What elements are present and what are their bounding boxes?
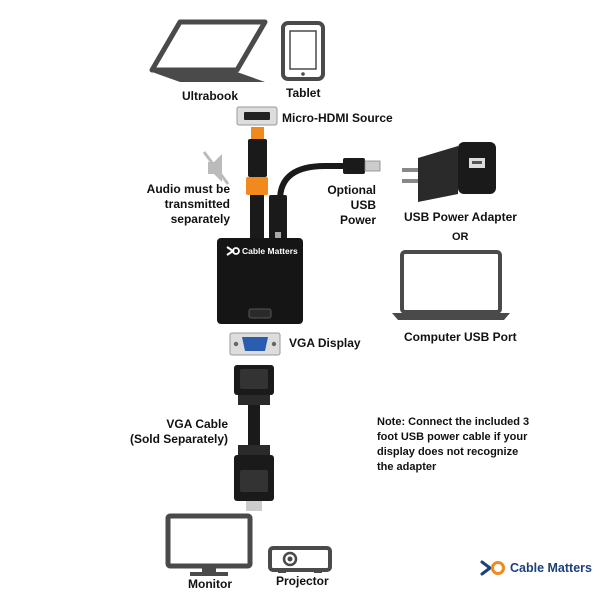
ultrabook-icon (149, 19, 268, 82)
audio-note-line-2: transmitted (164, 197, 230, 211)
cable-matters-brand-icon (480, 560, 505, 576)
muted-speaker-icon (202, 151, 230, 185)
projector-icon (268, 546, 332, 573)
micro-hdmi-source-label: Micro-HDMI Source (282, 111, 393, 125)
usb-cable-note: Note: Connect the included 3 foot USB po… (377, 416, 530, 473)
adapter-logo-text: Cable Matters (242, 246, 298, 256)
micro-hdmi-cable (246, 127, 268, 240)
usb-power-cable (269, 158, 381, 242)
or-label: OR (452, 231, 469, 243)
footer-brand-logo: Cable Matters (480, 558, 592, 578)
tablet-icon (281, 21, 325, 81)
optional-usb-line-1: Optional (327, 183, 376, 197)
vga-cable-line-2: (Sold Separately) (129, 432, 228, 446)
ultrabook-label: Ultrabook (182, 89, 239, 103)
vga-display-label: VGA Display (289, 336, 361, 350)
computer-usb-port-label: Computer USB Port (404, 330, 517, 344)
vga-cable-label: VGA Cable (Sold Separately) (116, 417, 228, 447)
monitor-label: Monitor (188, 577, 232, 591)
tablet-label: Tablet (286, 86, 321, 100)
optional-usb-line-2: USB (350, 198, 376, 212)
monitor-icon (165, 513, 253, 576)
audio-note: Audio must be transmitted separately (140, 182, 230, 227)
adapter-logo: Cable Matters (226, 245, 298, 257)
vga-port-icon (229, 332, 281, 356)
audio-note-line-1: Audio must be (146, 182, 230, 196)
laptop-icon (392, 250, 510, 320)
optional-usb-line-3: Power (339, 213, 376, 227)
usb-power-adapter-label: USB Power Adapter (404, 210, 517, 224)
micro-hdmi-port-icon (236, 106, 278, 126)
vga-cable (234, 365, 274, 511)
vga-adapter-box (217, 238, 303, 324)
usb-wall-adapter-icon (402, 142, 496, 202)
projector-label: Projector (276, 574, 329, 588)
cable-matters-logo-icon (226, 246, 240, 256)
vga-cable-line-1: VGA Cable (166, 417, 228, 431)
audio-note-line-3: separately (170, 212, 230, 226)
footer-brand-text: Cable Matters (510, 561, 592, 575)
optional-usb-power-label: Optional USB Power (318, 183, 376, 228)
